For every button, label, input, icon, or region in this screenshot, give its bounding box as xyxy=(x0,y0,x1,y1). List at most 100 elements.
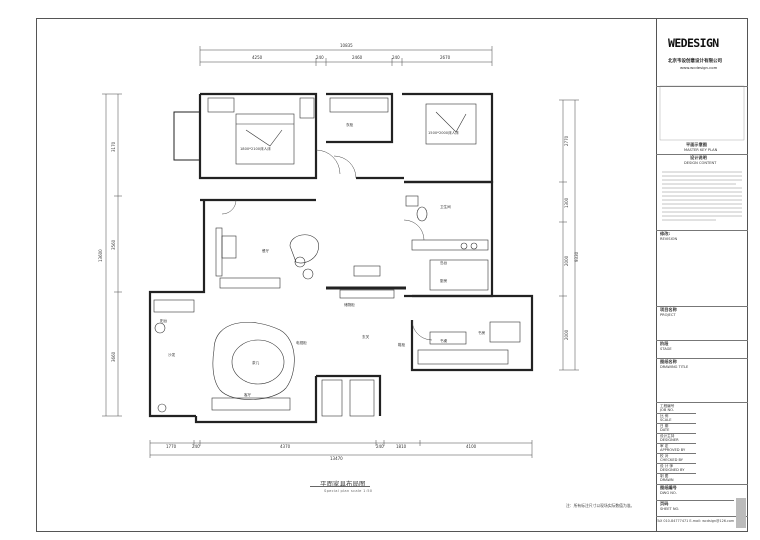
tb-approved-en: APPROVED BY xyxy=(660,448,686,452)
tb-date-en: DATE xyxy=(660,428,670,432)
label-study: 书房 xyxy=(478,330,486,335)
tb-checked: 校 对 xyxy=(660,454,669,458)
plan-subtitle: Special plan scale 1:50 xyxy=(324,489,373,493)
tb-stage-title: 阶段 xyxy=(660,341,669,346)
label-storage: 储物柜 xyxy=(344,302,355,307)
label-kitchen: 厨房 xyxy=(440,278,448,283)
label-sofa: 沙发 xyxy=(168,352,176,357)
tb-key-plan-title: 平面示意图 xyxy=(686,142,707,147)
tb-divider-15 xyxy=(656,484,748,485)
design-notes-lines xyxy=(662,171,742,221)
tb-project-en: PROJECT xyxy=(660,313,676,317)
label-desk: 书桌 xyxy=(440,338,448,343)
dim-right-total: 9330 xyxy=(574,251,579,262)
label-shoes: 鞋柜 xyxy=(398,342,406,347)
dim-bottom-6: 4100 xyxy=(466,444,477,449)
tb-divider-1 xyxy=(656,86,748,87)
tb-divider-7 xyxy=(656,402,748,403)
tb-designer-en: DESIGNER xyxy=(660,438,679,442)
tb-divider-10 xyxy=(656,433,696,434)
tb-divider-11 xyxy=(656,443,696,444)
tb-drawn-en: DESIGNED BY xyxy=(660,468,685,472)
dim-top-3: 2460 xyxy=(352,55,363,60)
tb-job-en: JOB NO. xyxy=(660,408,675,412)
tb-design-notes-en: DESIGN CONTENT xyxy=(684,161,717,165)
dim-bottom-4: 240 xyxy=(376,444,384,449)
tb-drafter: 制 图 xyxy=(660,474,669,478)
label-wardrobe: 衣柜 xyxy=(346,122,354,127)
tb-divider-14 xyxy=(656,473,696,474)
tb-checked-en: CHECKED BY xyxy=(660,458,683,462)
tb-scale: 比 例 xyxy=(660,414,669,418)
label-dining: 餐厅 xyxy=(262,248,270,253)
walls xyxy=(148,92,534,424)
dim-bottom-2: 240 xyxy=(192,444,200,449)
dim-right-4: 2000 xyxy=(564,329,569,340)
dim-bottom-total: 13470 xyxy=(330,456,343,461)
tb-drafter-en: DRAWN xyxy=(660,478,674,482)
left-dimension-group xyxy=(102,93,122,417)
plan-title: 平面家具布局图 xyxy=(320,480,366,488)
label-table: 茶几 xyxy=(252,360,260,365)
tb-project-title: 项目名称 xyxy=(660,307,677,312)
tb-sheet-no-en: DWG NO. xyxy=(660,491,677,495)
dim-top-total: 10835 xyxy=(340,43,353,48)
tb-drawing-en: DRAWING TITLE xyxy=(660,365,689,369)
tb-divider-2 xyxy=(656,154,748,155)
label-tv: 电视柜 xyxy=(296,340,307,345)
label-balcony: 阳台 xyxy=(160,318,168,323)
dim-right-2: 1300 xyxy=(564,197,569,208)
tb-divider-13 xyxy=(656,463,696,464)
top-dimension-group xyxy=(199,46,493,66)
dim-bottom-5: 1810 xyxy=(396,444,407,449)
label-living: 客厅 xyxy=(244,392,252,397)
company-name: 北京韦设创意设计有限公司 xyxy=(668,59,722,64)
tb-key-plan-en: MASTER KEY PLAN xyxy=(684,148,718,152)
tb-sheet-no-title: 图纸编号 xyxy=(660,485,677,490)
tb-divider-4 xyxy=(656,306,748,307)
bottom-dimension-group xyxy=(149,440,533,458)
dim-bottom-3: 4370 xyxy=(280,444,291,449)
label-master-bed: 1800*2100床人床 xyxy=(240,146,271,151)
company-website: www.wcdesign.com xyxy=(680,65,718,70)
tb-stage-en: STAGE xyxy=(660,347,672,351)
tb-divider-17 xyxy=(656,516,748,517)
dim-left-3: 3660 xyxy=(111,351,116,362)
tb-scale-en: SCALE xyxy=(660,418,672,422)
dim-bottom-1: 1770 xyxy=(166,444,177,449)
door-swings xyxy=(221,149,433,341)
tb-divider-8 xyxy=(656,413,696,414)
plan-note: 注：所有标注尺寸以现场实际数值为准。 xyxy=(566,503,635,508)
approval-stamp xyxy=(736,498,746,528)
furniture xyxy=(153,97,521,417)
tb-job-no: 工程编号 xyxy=(660,404,675,408)
company-logo: WEDESIGN xyxy=(668,36,719,50)
dim-top-5: 2670 xyxy=(440,55,451,60)
drawing-sheet-border xyxy=(36,18,748,532)
right-dimension-group xyxy=(559,99,579,371)
label-island: 岛台 xyxy=(440,260,448,265)
label-second-bed: 1500*2000床人床 xyxy=(428,130,459,135)
tb-revision-en: REVISION xyxy=(660,237,678,241)
tb-divider-12 xyxy=(656,453,696,454)
tb-design-notes-title: 设计说明 xyxy=(690,155,707,160)
dim-top-4: 240 xyxy=(392,55,400,60)
tb-divider-6 xyxy=(656,358,748,359)
dim-top-2: 240 xyxy=(316,55,324,60)
plan-title-underline xyxy=(310,486,370,487)
tb-date: 日 期 xyxy=(660,424,669,428)
tb-sheet-en: SHEET NO. xyxy=(660,507,680,511)
label-bathroom: 卫生间 xyxy=(440,204,451,209)
tb-divider-9 xyxy=(656,423,696,424)
dim-left-total: 13600 xyxy=(98,249,103,262)
dim-left-2: 3560 xyxy=(111,239,116,250)
tb-divider-5 xyxy=(656,340,748,341)
tb-divider-3 xyxy=(656,230,748,231)
tb-revision-title: 修改: xyxy=(660,231,671,236)
dim-right-1: 2770 xyxy=(564,135,569,146)
dim-top-1: 4250 xyxy=(252,55,263,60)
tb-drawn: 设 计 师 xyxy=(660,464,674,468)
tb-approved: 审 定 xyxy=(660,444,669,448)
tb-divider-16 xyxy=(656,500,734,501)
dim-left-1: 3170 xyxy=(111,141,116,152)
